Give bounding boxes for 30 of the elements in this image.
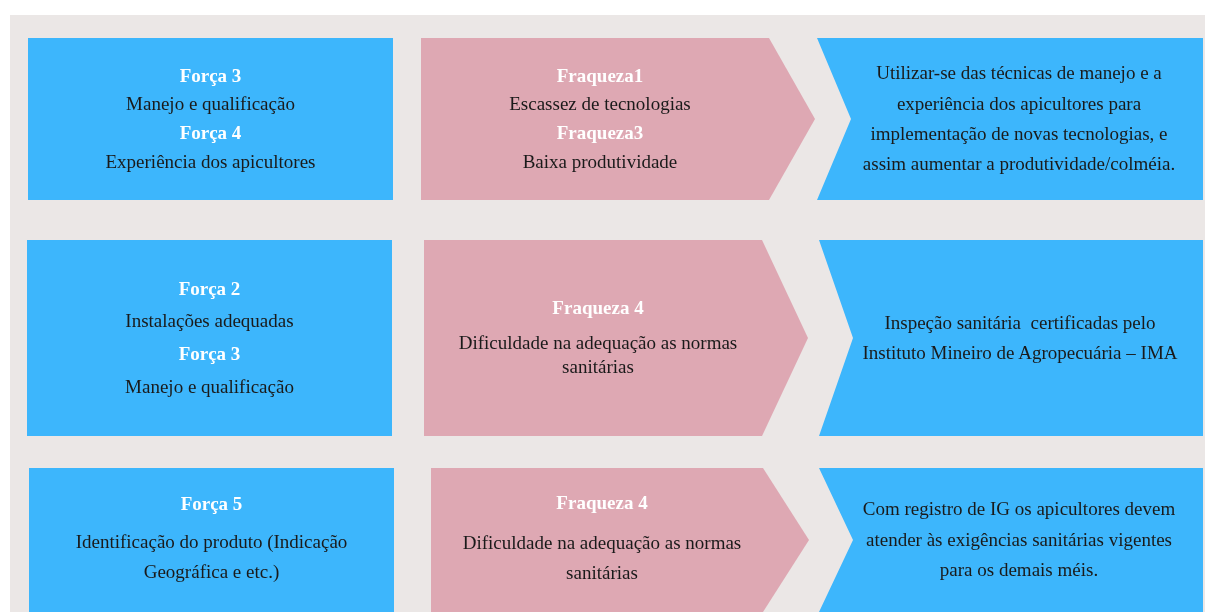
body-text: Inspeção sanitária certificadas pelo Instituto Mineiro de Agropecuária – IMA	[861, 310, 1179, 365]
weakness-pentagon-box	[424, 240, 808, 436]
heading-text: Força 3	[179, 63, 242, 88]
body-text: Experiência dos apicultores	[105, 149, 316, 174]
heading-text: Fraqueza3	[556, 121, 644, 145]
heading-text: Fraqueza 4	[556, 491, 648, 516]
heading-text: Fraqueza 4	[552, 295, 644, 320]
body-text: Com registro de IG os apicultores devem atender às exigências sanitárias vigentes para os demais méis.	[861, 497, 1177, 583]
body-text: Utilizar-se das técnicas de manejo e a experiência dos apicultores para implementação de novas tecnologias, e assim aumentar a produtividade/colméia.	[861, 61, 1177, 177]
strength-box	[27, 240, 392, 436]
body-text: Baixa produtividade	[522, 149, 678, 174]
strategy-notched-box	[819, 240, 1203, 436]
body-text: Escassez de tecnologias	[509, 92, 691, 117]
body-text: Instalações adequadas	[125, 309, 294, 334]
body-text: Dificuldade na adequação as normas sanitárias	[457, 330, 739, 380]
heading-text: Força 3	[178, 342, 241, 366]
body-text: Dificuldade na adequação as normas sanitárias	[461, 530, 743, 586]
body-text: Manejo e qualificação	[126, 92, 295, 117]
strategy-notched-box	[819, 468, 1203, 612]
heading-text: Força 2	[178, 276, 241, 301]
weakness-pentagon-box	[431, 468, 809, 612]
heading-text: Fraqueza1	[556, 63, 644, 88]
body-text: Manejo e qualificação	[125, 374, 294, 399]
strength-box	[28, 38, 393, 200]
strength-box	[29, 468, 394, 612]
heading-text: Força 4	[179, 121, 242, 145]
weakness-pentagon-box	[421, 38, 815, 200]
heading-text: Força 5	[180, 492, 243, 517]
body-text: Identificação do produto (Indicação Geográfica e etc.)	[74, 529, 349, 585]
strategy-notched-box	[817, 38, 1203, 200]
